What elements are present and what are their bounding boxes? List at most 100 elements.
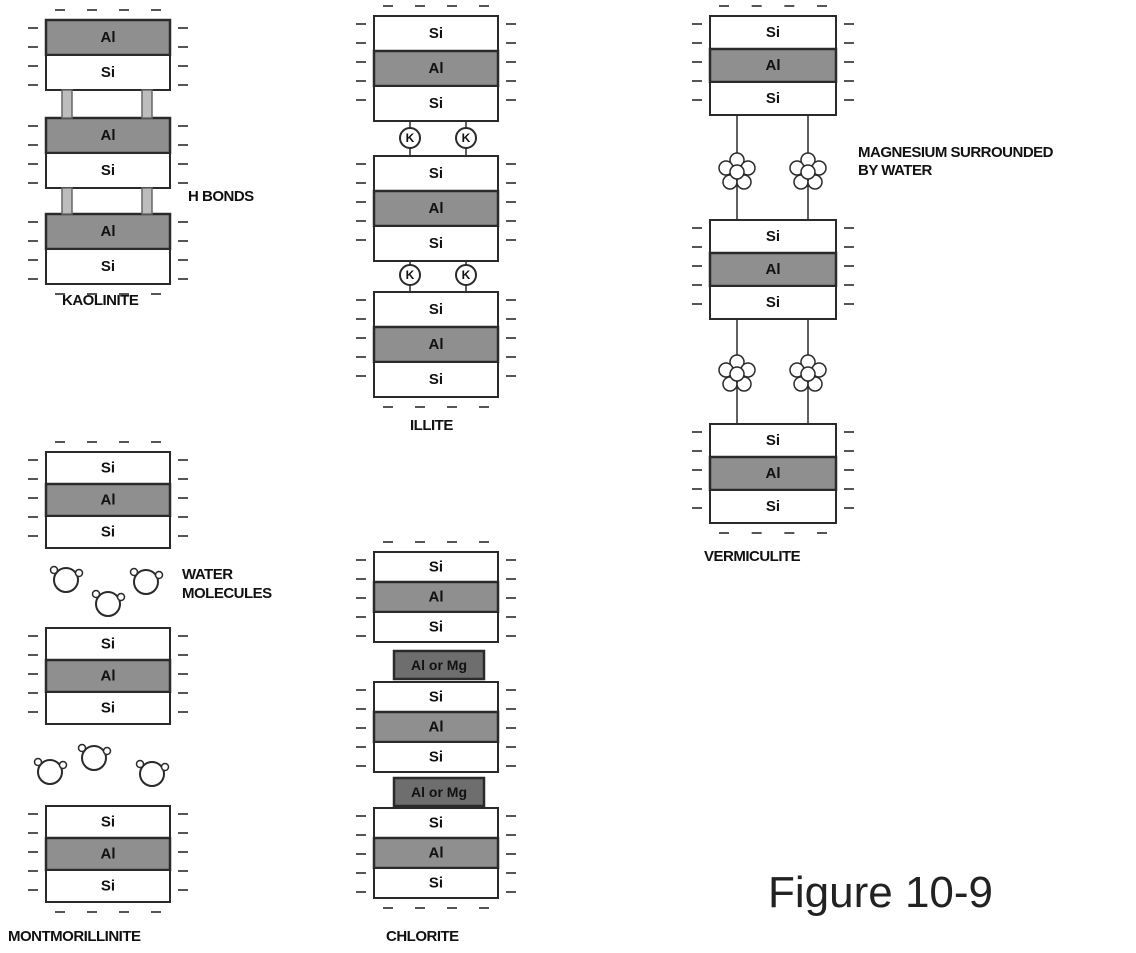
h-bond-0 [61,89,73,119]
kaolinite-unit-3-si-label: Si [101,258,115,275]
water-molecule-5-hydrogen [135,759,145,769]
water-molecules-label-1: WATER [182,566,233,583]
vermiculite-unit-3-si-label: Si [766,432,780,449]
montmorillonite-unit-1-al-label: Al [101,492,116,509]
water-molecule-0-hydrogen [49,565,59,575]
kaolinite-caption: KAOLINITE [62,292,139,309]
magnesium-cluster-1-water [800,366,816,382]
potassium-ion-1 [455,264,477,286]
chlorite-unit-3-si-layer [373,867,499,899]
potassium-ion-0-label: K [462,131,471,145]
vermiculite-interlayer-label-1: MAGNESIUM SURROUNDED [858,144,1054,161]
chlorite-unit-3-al-label: Al [429,845,444,862]
montmorillonite-unit-1-si-label: Si [101,460,115,477]
montmorillonite-unit-2-si-layer [45,627,171,661]
chlorite-unit-1-si-layer [373,551,499,583]
illite-unit-1-al-layer [372,49,500,88]
magnesium-cluster-0-water [800,164,816,180]
montmorillonite-unit-3-si-layer [45,869,171,903]
montmorillonite-unit-3-al-label: Al [101,846,116,863]
montmorillonite-unit-2-si-layer [45,691,171,725]
vermiculite-unit-2-al-label: Al [766,261,781,278]
illite-unit-2-si-label: Si [429,235,443,252]
illite-unit-3-si-label: Si [429,371,443,388]
illite-unit-1-si-layer [373,15,499,52]
vermiculite-unit-3-al-layer [708,455,838,492]
water-molecule-4-hydrogen [102,746,112,756]
h-bond-1 [61,187,73,215]
illite-unit-2-si-layer [373,225,499,262]
potassium-ion-0 [399,127,421,149]
montmorillonite-unit-3-si-label: Si [101,814,115,831]
vermiculite-interlayer-label-2: BY WATER [858,162,932,179]
illite-unit-1-si-layer [373,85,499,122]
potassium-ion-0 [455,127,477,149]
water-molecule-0 [53,567,79,593]
chlorite-interlayer-0 [392,649,486,681]
kaolinite-unit-3-al-label: Al [101,223,116,240]
chlorite-unit-2-si-layer [373,681,499,713]
illite-unit-2-si-layer [373,155,499,192]
vermiculite-caption: VERMICULITE [704,548,801,565]
kaolinite-unit-3-al-layer [44,212,172,251]
chlorite-interlayer-1 [392,776,486,808]
vermiculite-unit-1-al-layer [708,47,838,84]
vermiculite-unit-1-si-label: Si [766,24,780,41]
magnesium-cluster-0-water [729,164,745,180]
illite-unit-2-al-label: Al [429,200,444,217]
chlorite-unit-3-si-label: Si [429,815,443,832]
water-molecule-3 [37,759,63,785]
potassium-ion-1-label: K [462,268,471,282]
illite-unit-2-si-label: Si [429,165,443,182]
montmorillonite-unit-2-al-label: Al [101,668,116,685]
potassium-ion-1 [399,264,421,286]
chlorite-caption: CHLORITE [386,928,459,945]
water-molecule-5 [139,761,165,787]
chlorite-unit-1-al-label: Al [429,589,444,606]
kaolinite-unit-3-si-layer [45,248,171,285]
chlorite-unit-2-al-label: Al [429,719,444,736]
vermiculite-unit-2-si-label: Si [766,294,780,311]
h-bond-1 [141,187,153,215]
montmorillonite-unit-3-al-layer [44,836,172,872]
magnesium-cluster-1-water [729,366,745,382]
water-molecule-2 [95,591,121,617]
h-bonds-label: H BONDS [188,188,254,205]
potassium-ion-1-label: K [406,268,415,282]
illite-unit-1-si-label: Si [429,25,443,42]
water-molecule-1 [133,569,159,595]
chlorite-unit-1-si-label: Si [429,619,443,636]
montmorillonite-unit-3-si-label: Si [101,878,115,895]
montmorillonite-unit-1-si-label: Si [101,524,115,541]
montmorillonite-caption: MONTMORILLINITE [8,928,141,945]
h-bond-0 [141,89,153,119]
vermiculite-unit-1-si-label: Si [766,90,780,107]
chlorite-unit-1-si-label: Si [429,559,443,576]
vermiculite-unit-3-al-label: Al [766,465,781,482]
vermiculite-unit-3-si-layer [709,489,837,524]
water-molecule-0-hydrogen [74,568,84,578]
illite-caption: ILLITE [410,417,453,434]
kaolinite-unit-2-si-layer [45,152,171,189]
water-molecule-1-hydrogen [129,567,139,577]
water-molecule-2-hydrogen [116,592,126,602]
figure-caption: Figure 10-9 [768,868,994,917]
vermiculite-unit-2-si-layer [709,285,837,320]
vermiculite-unit-2-si-label: Si [766,228,780,245]
water-molecules-label-2: MOLECULES [182,585,272,602]
chlorite-unit-2-si-label: Si [429,689,443,706]
water-molecule-4 [81,745,107,771]
illite-unit-3-al-label: Al [429,336,444,353]
montmorillonite-unit-1-al-layer [44,482,172,518]
vermiculite-unit-1-si-layer [709,15,837,50]
chlorite-unit-3-si-layer [373,807,499,839]
kaolinite-unit-1-si-label: Si [101,64,115,81]
chlorite-unit-2-si-label: Si [429,749,443,766]
water-molecule-2-hydrogen [91,589,101,599]
kaolinite-unit-1-si-layer [45,54,171,91]
illite-unit-3-si-layer [373,361,499,398]
water-molecule-1-hydrogen [154,570,164,580]
chlorite-interlayer-label-1: Al or Mg [411,784,467,800]
